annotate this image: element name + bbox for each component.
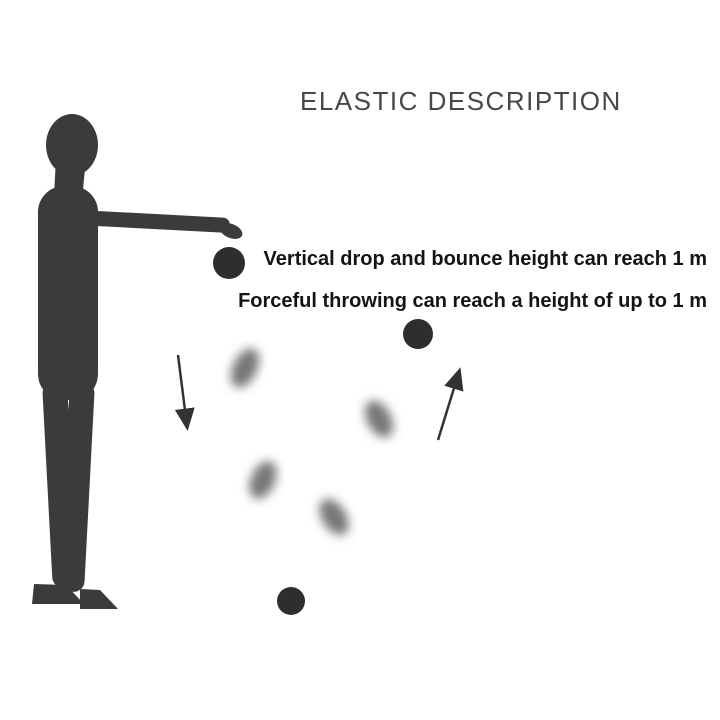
caption-throw-height: Forceful throwing can reach a height of … [238, 290, 707, 312]
person-hand [219, 223, 243, 239]
motion-blur-balls [230, 348, 394, 536]
caption-drop-height: Vertical drop and bounce height can reac… [263, 248, 707, 270]
person-front-leg [59, 381, 95, 592]
blur-ball-rising-2 [364, 400, 394, 438]
person-torso [38, 186, 98, 400]
person-back-foot [32, 584, 84, 604]
ball-at-hand [213, 247, 245, 279]
blur-ball-falling-2 [249, 461, 277, 499]
down-arrow-icon [174, 354, 195, 431]
ball-top-right [403, 319, 433, 349]
direction-arrows [174, 354, 464, 441]
blur-ball-falling-1 [230, 348, 260, 388]
blur-ball-rising-1 [319, 498, 349, 536]
person-arm [77, 210, 230, 233]
person-front-foot [80, 589, 118, 609]
page-title: ELASTIC DESCRIPTION [300, 86, 622, 116]
ball-bottom [277, 587, 305, 615]
balls [213, 247, 433, 615]
up-arrow-icon [436, 367, 464, 441]
person-silhouette [32, 114, 243, 609]
